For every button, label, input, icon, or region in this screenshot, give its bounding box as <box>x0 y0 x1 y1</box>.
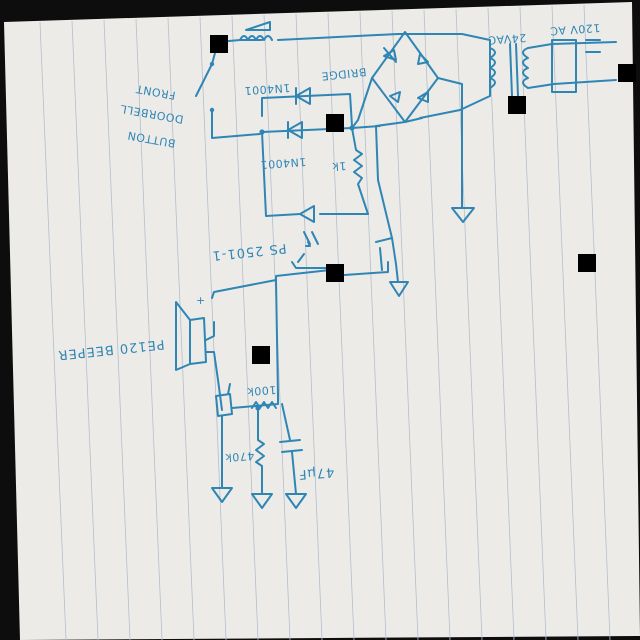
wire-bridge-right <box>437 77 463 201</box>
transformer-winding-left <box>489 47 496 89</box>
label-bridge: BRIDGE <box>321 65 368 83</box>
label-transformer: 24VAC <box>488 31 527 47</box>
wire-bridge-left <box>351 77 373 129</box>
mosfet <box>329 237 397 277</box>
beeper-wire <box>205 321 219 381</box>
bridge-diode-d <box>417 91 429 103</box>
wire-opto-output <box>291 253 331 269</box>
label-diode-mid: 1N4001 <box>260 155 307 171</box>
wire-left-down <box>261 131 301 217</box>
redaction-boxes <box>210 35 636 364</box>
label-mains: 120V AC <box>549 21 600 37</box>
label-diode-top: 1N4001 <box>244 81 291 97</box>
resistor-bias <box>251 401 277 409</box>
switch-contact-top <box>209 61 215 67</box>
redaction-box <box>252 346 270 364</box>
bridge-diode-c <box>389 91 401 103</box>
label-capacitor: 47μF <box>298 464 335 481</box>
redaction-box <box>326 114 344 132</box>
opto-arrows <box>303 231 319 247</box>
redaction-box <box>618 64 636 82</box>
diode-mid <box>287 121 303 139</box>
redaction-box <box>326 264 344 282</box>
redaction-box <box>210 35 228 53</box>
redaction-box <box>578 254 596 272</box>
chime-coil <box>239 21 273 41</box>
wire-bridge-down <box>375 125 393 239</box>
switch-contact-bottom <box>209 107 215 113</box>
wire-bias <box>231 395 279 409</box>
ground-right <box>451 199 475 223</box>
ground-mosfet <box>389 263 409 297</box>
wire-bridge-bottom <box>375 117 423 127</box>
lower-transistor <box>215 379 233 417</box>
label-resistor-bias: 100k <box>246 383 276 398</box>
beeper-plus: + <box>196 294 206 307</box>
opto-led <box>299 205 315 223</box>
ruled-lines <box>39 4 611 640</box>
transformer-core <box>509 43 519 97</box>
ground-pulldown <box>251 493 273 509</box>
mains-plug <box>551 39 601 93</box>
diode-top <box>295 87 311 105</box>
wire-transformer-primary <box>419 33 491 119</box>
capacitor <box>279 403 303 495</box>
ground-transistor <box>211 415 233 503</box>
transformer-winding-right <box>522 47 529 89</box>
wire-to-bias <box>275 279 279 397</box>
redaction-box <box>508 96 526 114</box>
wire-diode-bus-top <box>261 93 353 127</box>
beeper-body <box>175 301 207 371</box>
schematic: + <box>175 21 617 509</box>
bridge-diode-a <box>383 47 397 63</box>
paper-sheet <box>4 2 640 640</box>
ground-capacitor <box>285 493 307 509</box>
resistor-top <box>319 127 369 215</box>
bridge-diode-b <box>417 53 429 65</box>
label-resistor-pulldown: 470k <box>224 449 254 464</box>
label-resistor-top: 1k <box>331 159 346 173</box>
node-bias <box>255 405 261 411</box>
resistor-pulldown <box>255 409 265 495</box>
